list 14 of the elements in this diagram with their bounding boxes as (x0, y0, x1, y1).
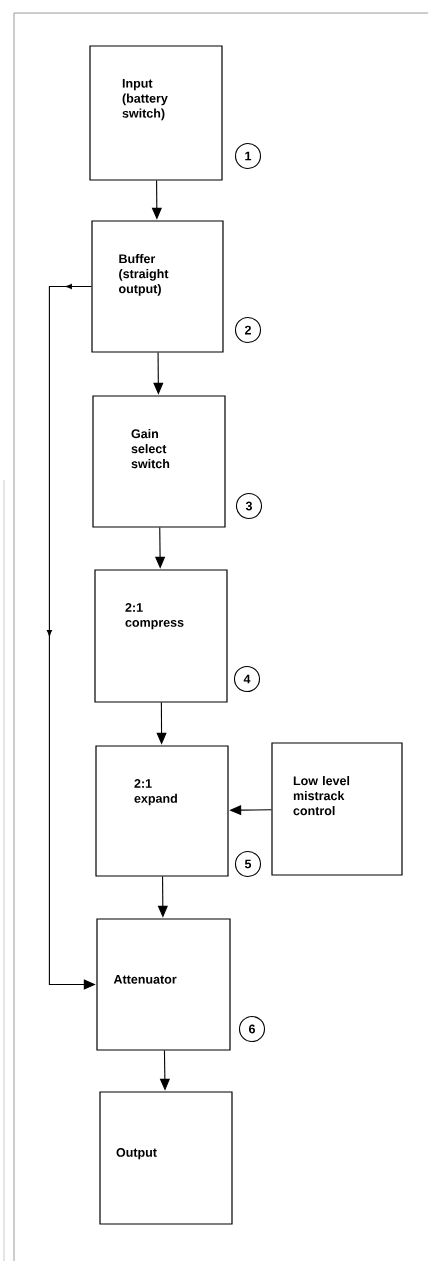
block-box: 2:1 compress (94, 569, 228, 703)
callout-number: 6 (238, 1015, 266, 1043)
callout-number: 2 (234, 316, 262, 344)
block-box: Low level mistrack control (271, 742, 403, 876)
callout-number: 5 (234, 850, 262, 878)
callout-number: 1 (234, 142, 262, 170)
block-box: Gain select switch (92, 395, 226, 528)
block-box: Attenuator (96, 918, 231, 1051)
block-box: 2:1 expand (95, 745, 229, 877)
callout-number: 4 (233, 665, 261, 693)
block-box: Output (99, 1091, 233, 1225)
block-box: Input (battery switch) (89, 45, 223, 181)
block-box: Buffer (straight output) (91, 220, 224, 353)
callout-number: 3 (235, 492, 263, 520)
